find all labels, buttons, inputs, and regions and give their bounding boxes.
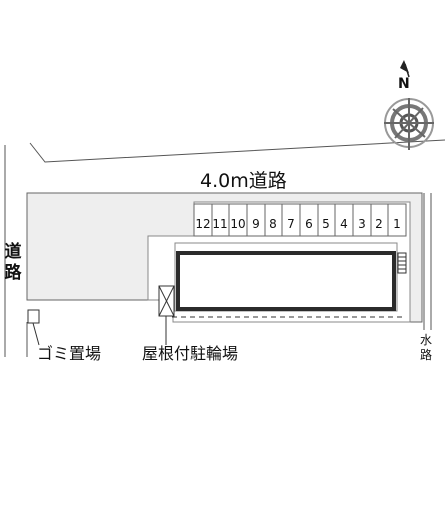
- parking-space-1: 1: [393, 217, 401, 231]
- stairs: [397, 252, 407, 274]
- parking-space-10: 10: [230, 217, 246, 231]
- garbage-leader-line: [32, 322, 40, 346]
- road-left-label: 道路: [4, 242, 22, 283]
- north-label: N: [398, 76, 410, 92]
- parking-space-3: 3: [358, 217, 366, 231]
- compass-icon: [384, 60, 434, 150]
- parking-space-7: 7: [287, 217, 295, 231]
- building: [176, 251, 396, 311]
- parking-space-6: 6: [305, 217, 313, 231]
- parking-space-12: 12: [195, 217, 211, 231]
- parking-space-2: 2: [375, 217, 383, 231]
- bike-parking-label: 屋根付駐輪場: [142, 344, 239, 363]
- parking-space-4: 4: [340, 217, 348, 231]
- waterway-label: 水路: [419, 333, 432, 362]
- parking-space-8: 8: [269, 217, 277, 231]
- garbage-box: [27, 309, 40, 324]
- parking-space-5: 5: [322, 217, 330, 231]
- parking-space-9: 9: [252, 217, 260, 231]
- road-top-label: 4.0m道路: [200, 170, 287, 192]
- garbage-label: ゴミ置場: [37, 344, 102, 363]
- road-edge-top: [29, 139, 445, 163]
- parking-row: [193, 203, 407, 237]
- bike-parking-box: [158, 285, 175, 317]
- parking-space-11: 11: [212, 217, 228, 231]
